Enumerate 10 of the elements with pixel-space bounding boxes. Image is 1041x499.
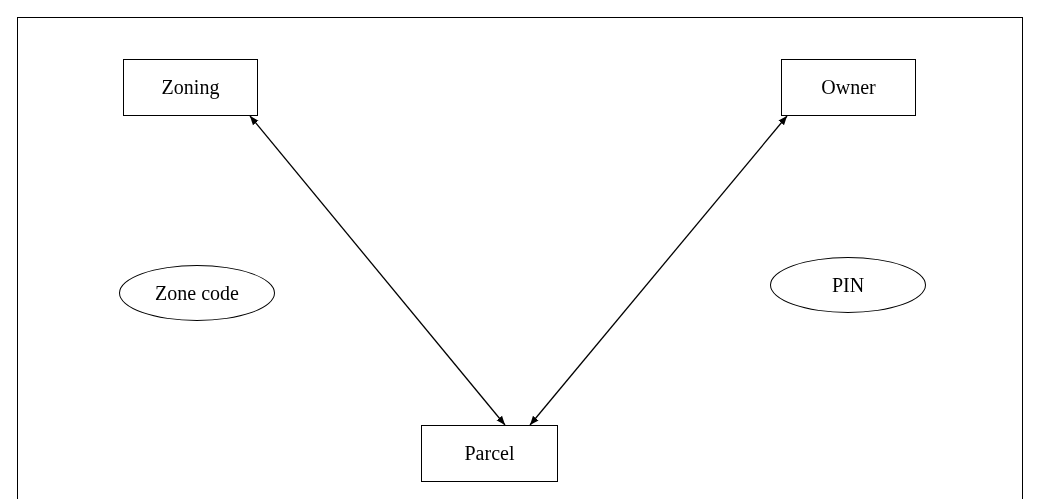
entity-box: [781, 59, 916, 116]
node-label: Parcel: [464, 442, 515, 465]
double-arrow: [529, 115, 788, 426]
node-label: PIN: [831, 273, 865, 297]
node-label: Owner: [821, 76, 876, 99]
node-label: Zoning: [161, 76, 220, 99]
node-label: Zone code: [155, 281, 239, 305]
double-arrow: [249, 115, 506, 426]
entity-box: [421, 425, 558, 482]
entity-box: [123, 59, 258, 116]
